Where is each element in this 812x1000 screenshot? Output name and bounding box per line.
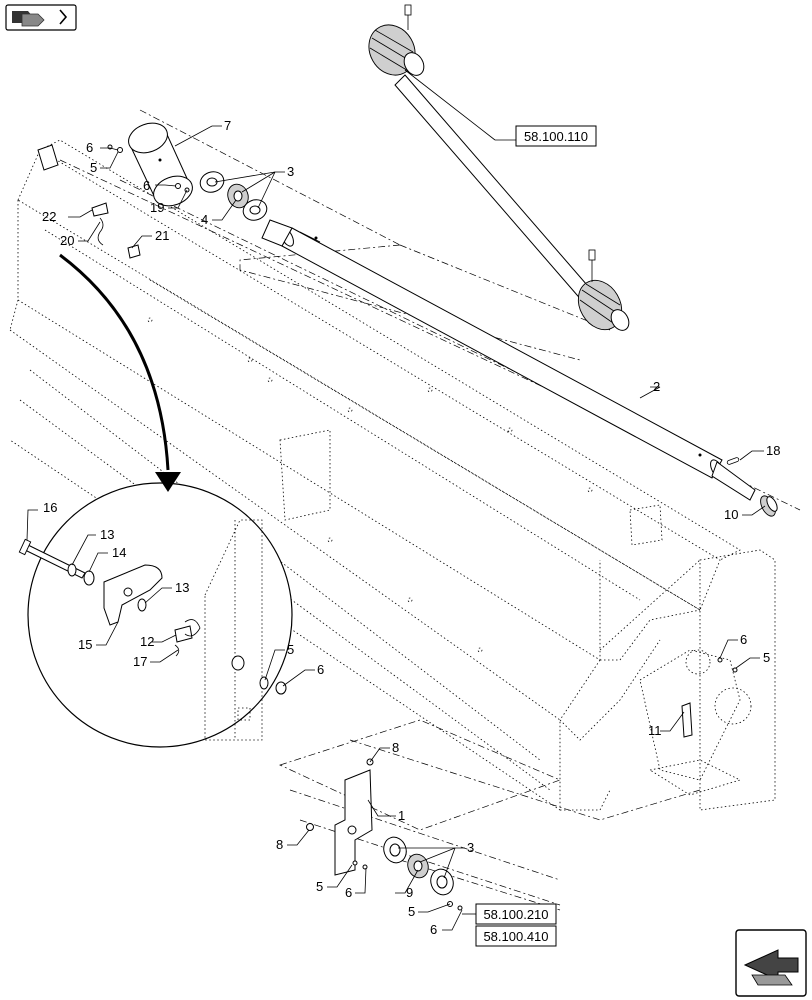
drive-shaft-assembly (368, 4, 630, 331)
callout: 6 (317, 662, 324, 677)
reference-box-58-100-110[interactable]: 58.100.110 (515, 125, 597, 147)
reference-box-58-100-210[interactable]: 58.100.210 (475, 903, 557, 925)
callout: 2 (653, 379, 660, 394)
roller-shaft (261, 219, 778, 517)
header-frame (9, 139, 776, 811)
callout: 5 (316, 879, 323, 894)
callout: 17 (133, 654, 147, 669)
callout: 16 (43, 500, 57, 515)
callout: 9 (406, 885, 413, 900)
reference-box-58-100-410[interactable]: 58.100.410 (475, 925, 557, 947)
callout: 19 (150, 200, 164, 215)
callout: 6 (86, 140, 93, 155)
pulley-and-bearings (37, 122, 268, 259)
callout: 4 (201, 212, 208, 227)
callout: 15 (78, 637, 92, 652)
callout: 3 (287, 164, 294, 179)
reference-label: 58.100.210 (483, 907, 548, 922)
callout: 11 (648, 723, 662, 738)
callout: 3 (467, 840, 474, 855)
detail-view (18, 253, 293, 748)
callout: 8 (276, 837, 283, 852)
callout: 21 (155, 228, 169, 243)
callout: 7 (224, 118, 231, 133)
callout: 22 (42, 209, 56, 224)
book-navigation-icon[interactable] (5, 4, 77, 31)
assembly-centerlines (59, 109, 801, 911)
reference-label: 58.100.110 (524, 129, 588, 144)
callout: 5 (287, 642, 294, 657)
callout: 5 (408, 904, 415, 919)
callout: 18 (766, 443, 780, 458)
callout: 6 (345, 885, 352, 900)
next-page-arrow-icon[interactable] (735, 929, 807, 997)
callout: 1 (398, 808, 405, 823)
callout: 5 (90, 160, 97, 175)
callout: 20 (60, 233, 74, 248)
callout: 13 (100, 527, 114, 542)
callout: 14 (112, 545, 126, 560)
callout: 12 (140, 634, 154, 649)
leader-lines (26, 69, 766, 931)
callout: 10 (724, 507, 738, 522)
callout: 6 (143, 178, 150, 193)
callout: 5 (763, 650, 770, 665)
callout-labels: 7 6 5 6 3 19 4 22 21 20 2 18 10 16 13 14… (42, 118, 780, 937)
callout: 6 (740, 632, 747, 647)
callout: 13 (175, 580, 189, 595)
callout: 8 (392, 740, 399, 755)
lower-bracket-assembly (306, 657, 738, 911)
callout: 6 (430, 922, 437, 937)
reference-label: 58.100.410 (483, 929, 548, 944)
